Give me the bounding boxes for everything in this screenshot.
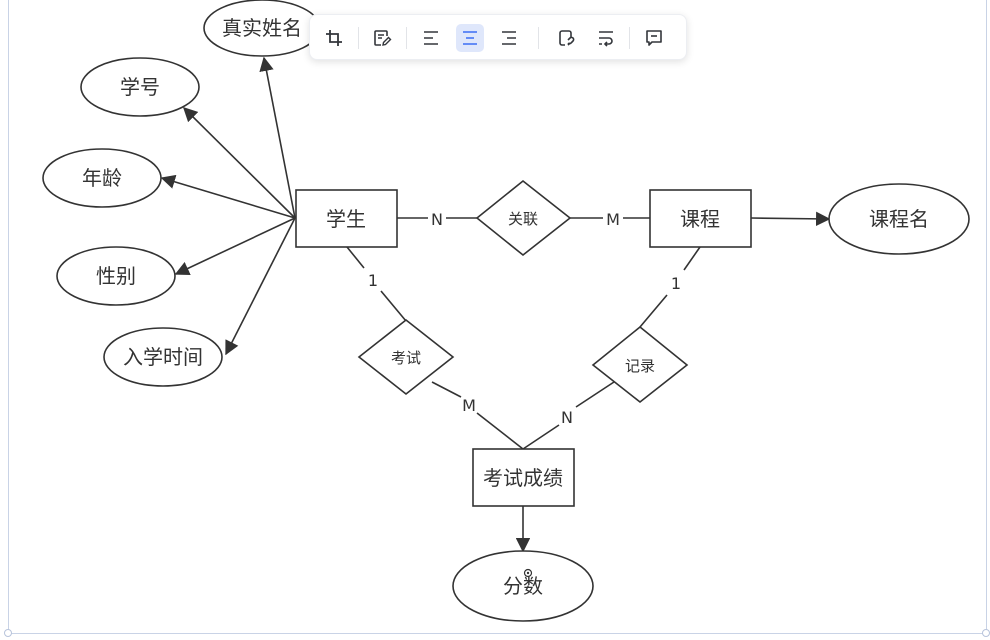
entity-course [649,189,752,248]
cardinality-link-course: M [606,210,620,229]
canvas-border-right [986,0,987,634]
align-left-icon [424,31,438,45]
attr-grade-label: 分数 [503,574,543,598]
edge-course-record-b [639,294,668,328]
align-right-button[interactable] [495,24,523,52]
edge-student-no [182,106,296,219]
attr-real-name-label: 真实姓名 [222,16,302,40]
relation-exam [357,318,455,396]
attr-grade [452,550,594,622]
edit-note-button[interactable] [368,24,396,52]
edge-course-name [750,211,831,227]
edge-record-score-b [522,424,560,450]
edge-record-score-a [575,381,615,408]
comment-icon [646,30,662,46]
canvas-border-bottom [8,633,987,634]
edit-note-icon [374,30,392,46]
relation-link-label: 关联 [508,210,538,228]
cardinality-course-record: 1 [671,274,681,293]
relation-exam-label: 考试 [391,349,421,367]
attr-gender-label: 性别 [96,264,136,288]
entity-student-label: 学生 [326,207,366,231]
attr-enroll-time [103,327,223,387]
attr-course-name [828,183,970,255]
entity-student [295,189,398,248]
entity-exam-score-label: 考试成绩 [483,466,563,490]
align-right-icon [502,31,516,45]
link-icon [559,30,575,46]
cardinality-exam-score: M [462,396,476,415]
attr-enroll-time-label: 入学时间 [123,345,203,369]
align-center-icon [463,31,477,45]
link-button[interactable] [553,24,581,52]
toolbar-divider [406,27,407,49]
edge-student-age [160,174,296,219]
attr-age-label: 年龄 [82,166,122,190]
relation-record [591,325,689,404]
edge-student-enroll [225,217,296,356]
entity-exam-score [472,448,575,507]
relation-record-label: 记录 [625,357,655,375]
relation-link [475,179,572,257]
toolbar-divider [358,27,359,49]
edge-student-exam-b [380,290,407,322]
image-toolbar [309,14,687,60]
crop-icon [326,30,342,46]
wrap-text-icon [599,31,613,47]
toolbar-divider [629,27,630,49]
attr-student-no [80,57,200,117]
edge-exam-score-a [431,381,462,398]
entity-course-label: 课程 [680,207,720,231]
toolbar-divider [538,27,539,49]
edge-student-exam-a [346,246,365,269]
attr-course-name-label: 课程名 [869,207,929,231]
align-center-button[interactable] [456,24,484,52]
cardinality-record-score: N [561,408,573,427]
cardinality-student-link: N [431,210,443,229]
attr-age [42,148,162,208]
edge-course-record-a [683,246,701,271]
attr-student-no-label: 学号 [120,75,160,99]
attr-gender [56,246,176,306]
edge-exam-score-b [476,412,524,450]
edge-student-gender [174,217,296,275]
crop-button[interactable] [320,24,348,52]
comment-button[interactable] [640,24,668,52]
align-left-button[interactable] [417,24,445,52]
canvas-border-left [8,0,9,634]
cardinality-student-exam: 1 [368,271,378,290]
resize-handle-bottom-left[interactable] [4,629,12,637]
edge-student-realname [259,56,296,219]
wrap-text-button[interactable] [592,24,620,52]
move-cursor-icon [523,568,533,578]
